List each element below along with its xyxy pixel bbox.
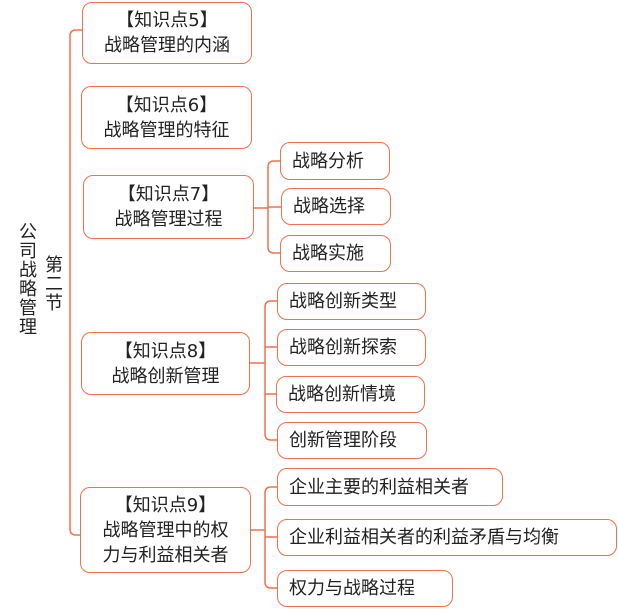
topic-label: 战略管理中的权 xyxy=(102,519,229,541)
topic-kp6[interactable]: 【知识点6】 战略管理的特征 xyxy=(81,86,252,149)
topic-kp9[interactable]: 【知识点9】 战略管理中的权 力与利益相关者 xyxy=(80,487,251,573)
section-title: 第二节 xyxy=(42,255,63,312)
topic-label: 战略管理过程 xyxy=(114,209,223,230)
topic-kp7[interactable]: 【知识点7】 战略管理过程 xyxy=(83,175,254,239)
subtopic[interactable]: 创新管理阶段 xyxy=(277,422,427,459)
topic-tag: 【知识点8】 xyxy=(114,340,217,362)
topic-tag: 【知识点6】 xyxy=(115,94,218,116)
main-bracket xyxy=(69,29,82,536)
topic-kp5[interactable]: 【知识点5】 战略管理的内涵 xyxy=(82,2,252,64)
topic-tag: 【知识点5】 xyxy=(116,10,218,31)
topic-tag: 【知识点7】 xyxy=(117,184,220,205)
subtopic[interactable]: 战略分析 xyxy=(280,142,390,180)
topic-label: 战略管理的特征 xyxy=(103,119,230,141)
subtopic[interactable]: 战略创新探索 xyxy=(277,329,426,366)
topic-label: 战略管理的内涵 xyxy=(104,35,230,56)
subtopic[interactable]: 企业利益相关者的利益矛盾与均衡 xyxy=(277,519,617,556)
bracket-kp7 xyxy=(254,160,281,254)
bracket-kp8 xyxy=(250,300,277,441)
subtopic[interactable]: 战略选择 xyxy=(281,188,391,225)
topic-kp8[interactable]: 【知识点8】 战略创新管理 xyxy=(81,332,250,395)
topic-tag: 【知识点9】 xyxy=(114,494,217,516)
topic-label: 力与利益相关者 xyxy=(102,544,229,566)
subtopic[interactable]: 战略实施 xyxy=(280,235,391,272)
subtopic[interactable]: 战略创新情境 xyxy=(276,376,425,413)
subtopic[interactable]: 企业主要的利益相关者 xyxy=(277,468,503,506)
bracket-kp9 xyxy=(251,486,277,589)
subtopic[interactable]: 权力与战略过程 xyxy=(277,570,453,607)
subtopic[interactable]: 战略创新类型 xyxy=(277,283,426,320)
topic-label: 战略创新管理 xyxy=(111,365,220,387)
root-title: 公司战略管理 xyxy=(16,222,37,336)
